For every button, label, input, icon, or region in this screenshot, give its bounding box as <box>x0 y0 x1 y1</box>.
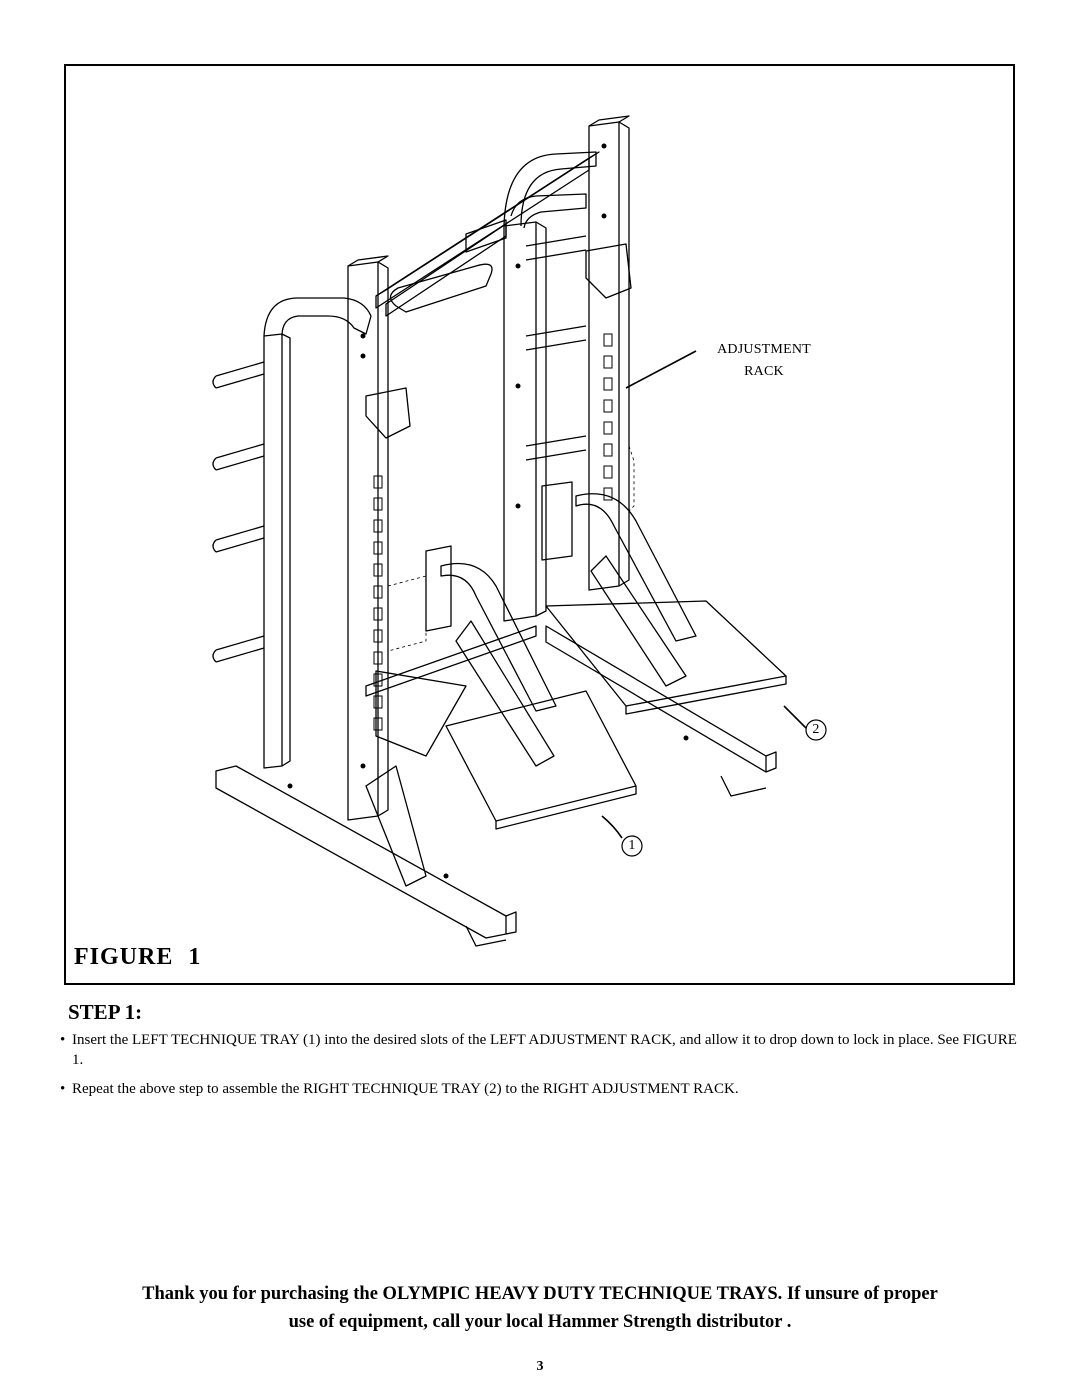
callout-1-circle <box>621 835 643 857</box>
instruction-list: Insert the LEFT TECHNIQUE TRAY (1) into … <box>60 1030 1025 1108</box>
step-heading: STEP 1: <box>68 1000 143 1024</box>
page-number: 3 <box>536 1359 544 1374</box>
figure-1-box: ADJUSTMENT RACK 2 1 FIGURE 1 <box>64 64 1015 985</box>
thank-you-line-2: use of equipment, call your local Hammer… <box>288 1312 792 1332</box>
callout-1-number: 1 <box>628 838 636 853</box>
callout-2-circle <box>805 719 827 741</box>
thank-you-line-1: Thank you for purchasing the OLYMPIC HEA… <box>142 1284 938 1304</box>
instruction-bullet-1: Insert the LEFT TECHNIQUE TRAY (1) into … <box>60 1030 1025 1070</box>
instruction-bullet-2: Repeat the above step to assemble the RI… <box>60 1079 1025 1099</box>
callout-2-number: 2 <box>812 722 820 737</box>
half-rack-drawing <box>212 115 827 947</box>
adjustment-rack-label: ADJUSTMENT RACK <box>717 342 811 379</box>
figure-caption: FIGURE 1 <box>74 944 202 970</box>
thank-you-note: Thank you for purchasing the OLYMPIC HEA… <box>0 1280 1080 1336</box>
